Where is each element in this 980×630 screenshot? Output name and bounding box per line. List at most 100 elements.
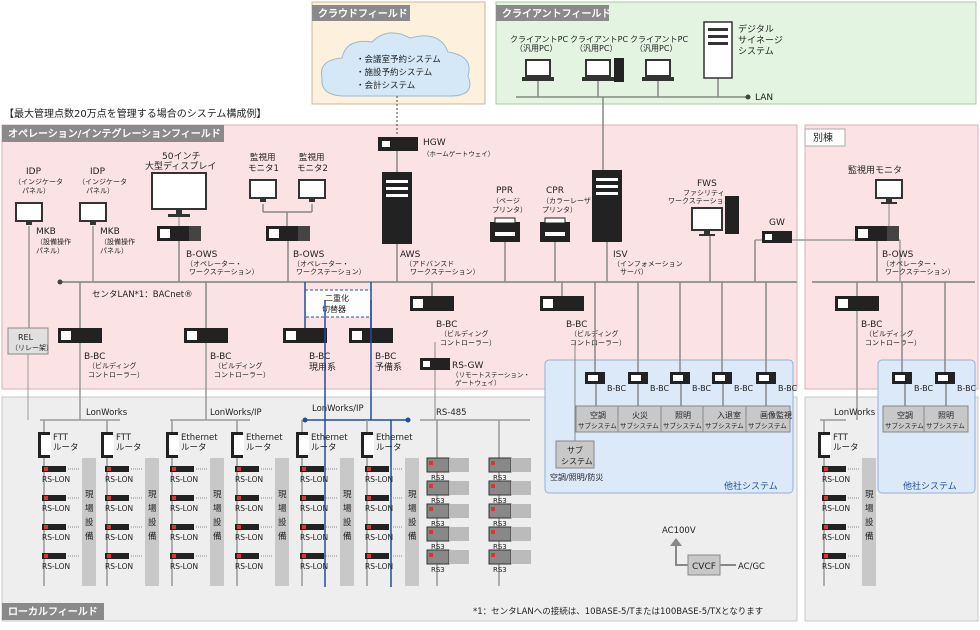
field-equipment-label: 現 — [85, 490, 94, 500]
field-equipment-label: 備 — [85, 531, 94, 542]
rslon-label: RS-LON — [170, 533, 198, 542]
rslon-node — [822, 524, 860, 530]
page-heading: 【最大管理点数20万点を管理する場合のシステム構成例】 — [4, 107, 266, 120]
rs3-device — [426, 503, 469, 519]
rslon-node — [42, 466, 80, 472]
hgw-desc: （ホームゲートウェイ） — [423, 149, 494, 158]
ftt-router-label: ルータ — [116, 443, 142, 453]
footnote: *1：センタLANへの接続は、10BASE-5/Tまたは100BASE-5/TX… — [473, 606, 763, 617]
isv-desc-1: （インフォメーション — [613, 260, 683, 268]
bows-desc-1: （オペレーター・ — [186, 259, 242, 268]
ethernet-router-label: ルータ — [311, 443, 337, 453]
rslon-label: RS-LON — [365, 562, 393, 571]
client-pc-desc: （汎用PC） — [635, 44, 677, 53]
rslon-label: RS-LON — [105, 533, 133, 542]
subsystem-bbc-label: B-BC — [650, 384, 669, 393]
rslon-label: RS-LON — [235, 533, 263, 542]
rslon-label: RS-LON — [300, 504, 328, 513]
rel-desc: （リレー架） — [11, 344, 53, 352]
subsystem-bbc-device — [585, 372, 605, 384]
sub-system-caption: 空調/照明/防災 — [550, 472, 603, 482]
monitor-label: 監視用 — [299, 152, 325, 163]
subsystem-bbc-device — [628, 372, 648, 384]
bows-desc-1: （オペレーター・ — [882, 259, 938, 268]
rslon-label: RS-LON — [822, 504, 850, 513]
field-equipment-label: 現 — [343, 490, 352, 500]
cpr-desc-2: プリンタ） — [542, 205, 577, 214]
rslon-node — [300, 466, 338, 472]
bbc-name: B-BC — [84, 352, 105, 362]
operation-field — [1, 124, 798, 390]
rslon-label: RS-LON — [822, 533, 850, 542]
rslon-label: RS-LON — [42, 504, 70, 513]
bbc-name: B-BC — [436, 320, 457, 330]
ppr-desc-1: （ページ — [492, 197, 520, 205]
rslon-node — [300, 553, 338, 559]
bbc-desc-2: コントローラー） — [570, 339, 626, 347]
ethernet-router-label: Ethernet — [181, 433, 218, 443]
rsgw-desc-1: （リモートステーション・ — [452, 371, 530, 379]
rslon-label: RS-LON — [300, 533, 328, 542]
idp-desc-2: パネル） — [22, 187, 50, 195]
field-equipment-label: 現 — [213, 490, 222, 500]
bbc-name: B-BC — [210, 352, 231, 362]
annex-subsystem-caption: サブシステム — [885, 421, 924, 430]
lonworks-ip-label-2: LonWorks/IP — [312, 404, 364, 414]
field-equipment-label: 場 — [148, 503, 157, 514]
subsystem-name: 画像監視 — [760, 410, 792, 420]
isv-name: ISV — [613, 250, 628, 260]
rs3-label: RS3 — [431, 520, 445, 528]
client-pc-label: クライアントPC — [510, 35, 569, 44]
client-pc-desc: （汎用PC） — [575, 44, 617, 53]
signage-label-2: サイネージ — [738, 35, 783, 46]
rslon-node — [822, 495, 860, 501]
laptop-icon — [522, 59, 554, 81]
field-equipment-label: 設 — [865, 517, 874, 528]
bbc-name: B-BC — [861, 320, 882, 330]
field-equipment-label: 備 — [865, 531, 874, 542]
cpr-desc-1: （カラーレーザ — [542, 197, 591, 205]
duplex-label-2: 切替器 — [322, 304, 346, 314]
annex-subsystem-caption: サブシステム — [926, 421, 965, 430]
rslon-label: RS-LON — [300, 562, 328, 571]
bows-desc-2: ワークステーション） — [296, 268, 366, 276]
rslon-label: RS-LON — [42, 562, 70, 571]
annex-subsystem-box — [923, 405, 969, 433]
rslon-node — [42, 495, 80, 501]
rslon-node — [822, 466, 860, 472]
rs3-label: RS3 — [431, 566, 445, 574]
rsgw-desc-2: ゲートウェイ） — [455, 378, 501, 387]
ftt-router-device — [101, 432, 114, 458]
bbc-role: 予備系 — [375, 361, 402, 373]
field-equipment-label: 設 — [213, 517, 222, 528]
subsystem-bbc-label: B-BC — [778, 384, 797, 393]
bbc-desc-2: コントローラー） — [214, 371, 270, 379]
printer-icon — [490, 217, 520, 242]
bbc-name: B-BC — [309, 352, 330, 362]
rslon-label: RS-LON — [822, 562, 850, 571]
field-equipment-label: 設 — [85, 517, 94, 528]
bows-desc-2: ワークステーション） — [885, 268, 955, 276]
rslon-node — [365, 553, 403, 559]
field-equipment-label: 備 — [278, 531, 287, 542]
rslon-label: RS-LON — [170, 562, 198, 571]
rslon-label: RS-LON — [235, 475, 263, 484]
mkb-desc-2: パネル） — [100, 247, 128, 255]
rslon-label: RS-LON — [170, 475, 198, 484]
signage-label-3: システム — [738, 46, 774, 57]
local-field-header: ローカルフィールド — [8, 606, 98, 618]
ftt-router-label: ルータ — [53, 443, 79, 453]
subsystem-box — [745, 405, 791, 433]
bbc-desc-2: コントローラー） — [440, 339, 496, 347]
client-tower-icon — [614, 58, 624, 82]
aws-server-icon — [382, 172, 412, 244]
field-equipment-label: 備 — [408, 531, 417, 542]
mkb-name: MKB — [36, 227, 56, 237]
rs3-label: RS3 — [493, 497, 507, 505]
rs3-device — [488, 549, 531, 565]
rslon-node — [105, 466, 143, 472]
field-equipment-label: 場 — [278, 503, 287, 514]
field-equipment-label: 現 — [148, 490, 157, 500]
rs3-device — [426, 480, 469, 496]
